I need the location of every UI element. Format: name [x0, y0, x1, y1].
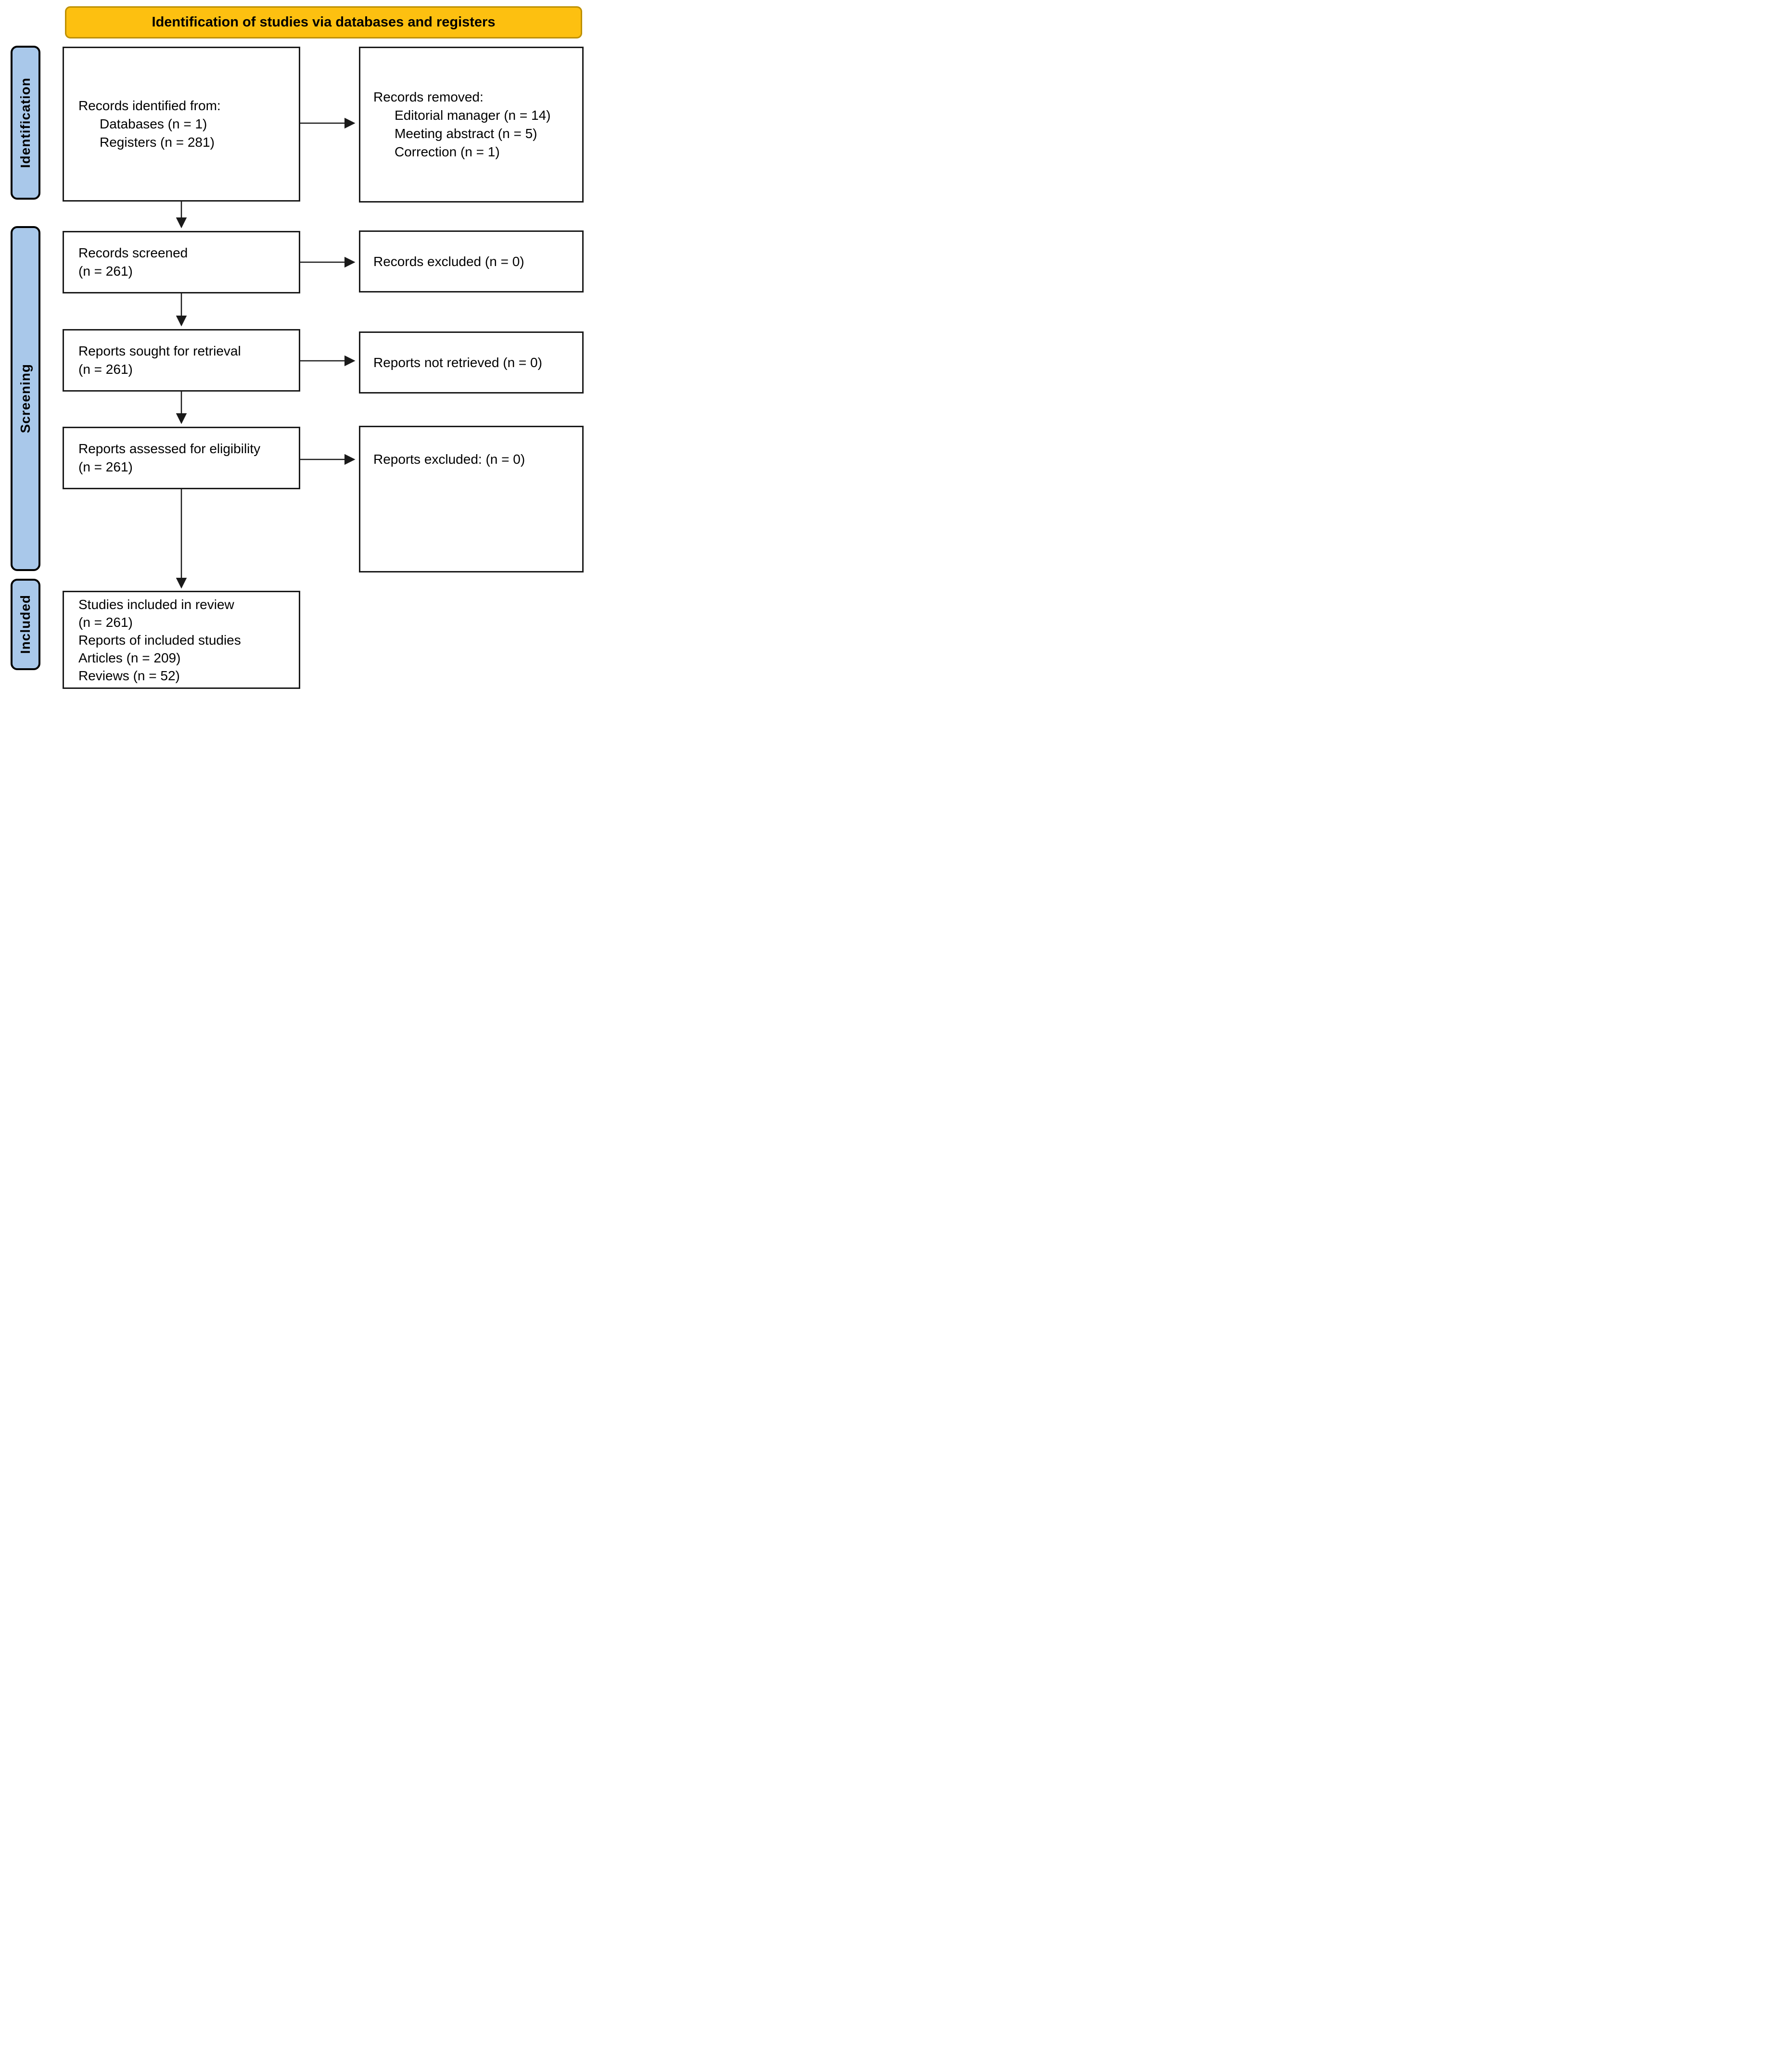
- box-line: Editorial manager (n = 14): [395, 108, 551, 123]
- box-reports-excluded: Reports excluded: (n = 0): [359, 426, 584, 572]
- box-line: Reviews (n = 52): [78, 668, 180, 683]
- box-line: Reports assessed for eligibility: [78, 441, 261, 456]
- box-records-identified: Records identified from: Databases (n = …: [63, 47, 300, 202]
- box-line: Records screened: [78, 245, 188, 260]
- box-line: Reports excluded: (n = 0): [373, 452, 525, 467]
- box-line: (n = 261): [78, 614, 133, 630]
- box-line: Studies included in review: [78, 597, 234, 612]
- prisma-flow-diagram: Identification of studies via databases …: [0, 0, 595, 691]
- box-line: Registers (n = 281): [100, 135, 215, 150]
- box-line: Meeting abstract (n = 5): [395, 126, 537, 141]
- box-line: Reports of included studies: [78, 632, 241, 648]
- box-line: Reports not retrieved (n = 0): [373, 355, 542, 370]
- stage-included-label: Included: [18, 595, 33, 654]
- box-studies-included: Studies included in review (n = 261) Rep…: [63, 591, 300, 689]
- box-line: (n = 261): [78, 264, 133, 279]
- stage-identification: Identification: [11, 46, 40, 200]
- stage-screening-label: Screening: [18, 364, 33, 433]
- stage-identification-label: Identification: [18, 77, 33, 168]
- box-records-removed: Records removed: Editorial manager (n = …: [359, 47, 584, 203]
- stage-included: Included: [11, 579, 40, 670]
- box-line: Records removed:: [373, 89, 484, 104]
- box-reports-assessed: Reports assessed for eligibility (n = 26…: [63, 427, 300, 489]
- box-reports-not-retrieved: Reports not retrieved (n = 0): [359, 331, 584, 394]
- box-line: (n = 261): [78, 459, 133, 474]
- box-line: Records identified from:: [78, 98, 221, 113]
- banner-title: Identification of studies via databases …: [65, 6, 582, 38]
- box-reports-sought: Reports sought for retrieval (n = 261): [63, 329, 300, 392]
- box-records-screened: Records screened (n = 261): [63, 231, 300, 293]
- box-line: Correction (n = 1): [395, 144, 500, 159]
- box-line: (n = 261): [78, 362, 133, 377]
- stage-screening: Screening: [11, 226, 40, 571]
- box-line: Reports sought for retrieval: [78, 343, 241, 358]
- box-line: Records excluded (n = 0): [373, 254, 524, 269]
- box-line: Databases (n = 1): [100, 116, 207, 131]
- box-records-excluded: Records excluded (n = 0): [359, 230, 584, 292]
- box-line: Articles (n = 209): [78, 650, 181, 665]
